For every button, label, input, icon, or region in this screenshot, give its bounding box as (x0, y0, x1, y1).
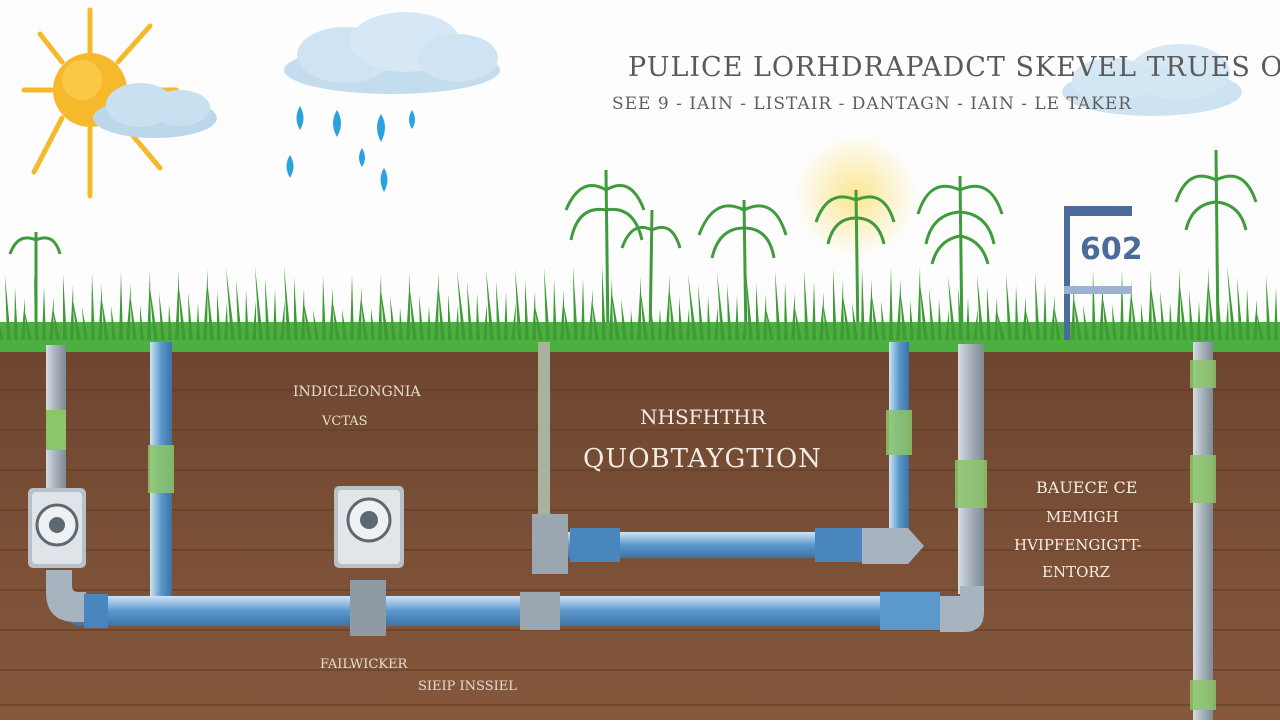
soil-layer-lines (0, 389, 1280, 706)
meter-sign-number: 602 (1080, 232, 1143, 267)
raindrop-icon (286, 106, 415, 192)
diagram-subtitle: SEE 9 - IAIN - LISTAIR - DANTAGN - IAIN … (612, 94, 1133, 114)
label-upper-left-2: VCTAS (322, 414, 368, 429)
diagram-title: PULICE LORHDRAPADCT SKEVEL TRUES OF (628, 52, 1280, 83)
label-center-1: NHSFHTHR (640, 405, 766, 429)
palm-tree-icon (8, 149, 1258, 341)
label-right-3: HVIPFENGIGTT- (1014, 536, 1142, 554)
label-right-4: ENTORZ (1042, 563, 1111, 581)
label-bottom-2: SIEIP INSSIEL (418, 679, 517, 694)
label-bottom-1: FAILWICKER (320, 657, 408, 672)
pipe-icon (46, 342, 1216, 720)
cloud-icon (1062, 44, 1242, 116)
meter-sign-icon (1064, 206, 1132, 340)
label-upper-left-1: INDICLEONGNIA (293, 384, 421, 400)
upper-pipe (532, 514, 924, 574)
water-meter-icon (334, 486, 404, 568)
rain-cloud-icon (284, 12, 500, 94)
cloud-icon (93, 83, 217, 138)
label-right-2: MEMIGH (1046, 508, 1119, 526)
label-right-1: BAUECE CE (1036, 478, 1138, 497)
label-center-2: QUOBTAYGTION (583, 444, 822, 474)
main-pipe (46, 570, 984, 636)
water-meter-icon (28, 488, 86, 568)
